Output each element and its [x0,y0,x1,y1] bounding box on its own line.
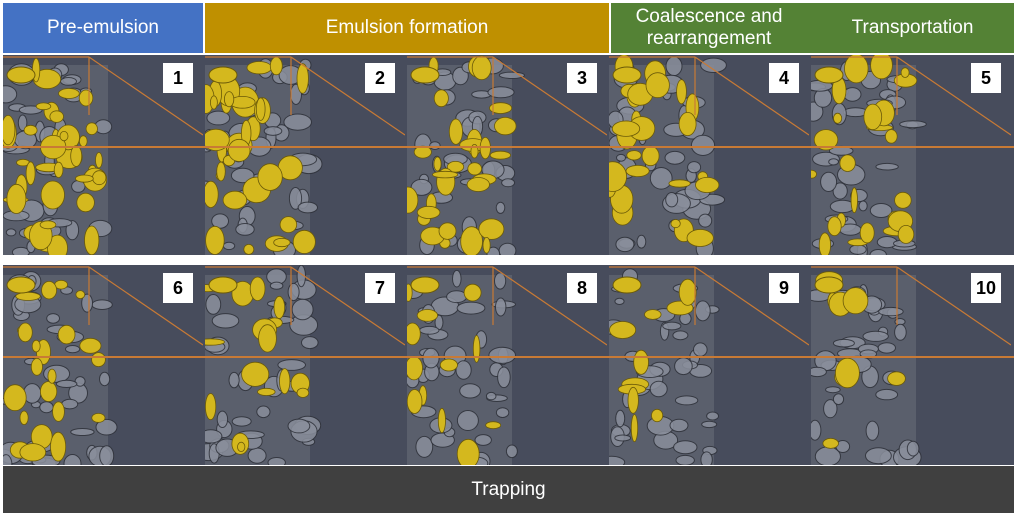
pore-scan-image [811,266,1011,465]
footer-trapping: Trapping [3,466,1014,513]
micro-ct-panel: 9 [609,265,809,465]
panel-row-top: 1 2 3 4 5 [3,55,1014,255]
guide-line [3,146,1014,148]
pore-scan-image [609,266,809,465]
micro-ct-panel: 8 [407,265,607,465]
panel-number-label: 6 [163,273,193,303]
micro-ct-panel: 4 [609,55,809,255]
panel-number-label: 7 [365,273,395,303]
micro-ct-panel: 10 [811,265,1011,465]
panel-number-label: 8 [567,273,597,303]
micro-ct-panel: 1 [3,55,203,255]
micro-ct-panel: 7 [205,265,405,465]
pore-scan-image [205,56,405,255]
pore-scan-image [3,266,203,465]
pore-scan-image [407,266,607,465]
pore-scan-image [407,55,607,255]
panel-number-label: 10 [971,273,1001,303]
panel-number-label: 4 [769,63,799,93]
header-green-band [611,3,1014,53]
micro-ct-panel: 3 [407,55,607,255]
header-coalescence: Coalescence and rearrangement [635,6,783,49]
panel-number-label: 3 [567,63,597,93]
pore-scan-image [811,55,1011,255]
header-emulsion-formation: Emulsion formation [205,3,609,53]
guide-line [3,356,1014,358]
pore-scan-image [609,55,809,255]
panel-number-label: 1 [163,63,193,93]
pore-scan-image [205,265,405,465]
header-pre-emulsion: Pre-emulsion [3,3,203,53]
micro-ct-panel: 6 [3,265,203,465]
panel-number-label: 2 [365,63,395,93]
micro-ct-panel: 2 [205,55,405,255]
header-transportation: Transportation [851,17,974,38]
panel-row-bottom: 6 7 8 9 10 [3,265,1014,465]
micro-ct-panel: 5 [811,55,1011,255]
panel-number-label: 9 [769,273,799,303]
pore-scan-image [3,56,203,255]
panel-number-label: 5 [971,63,1001,93]
